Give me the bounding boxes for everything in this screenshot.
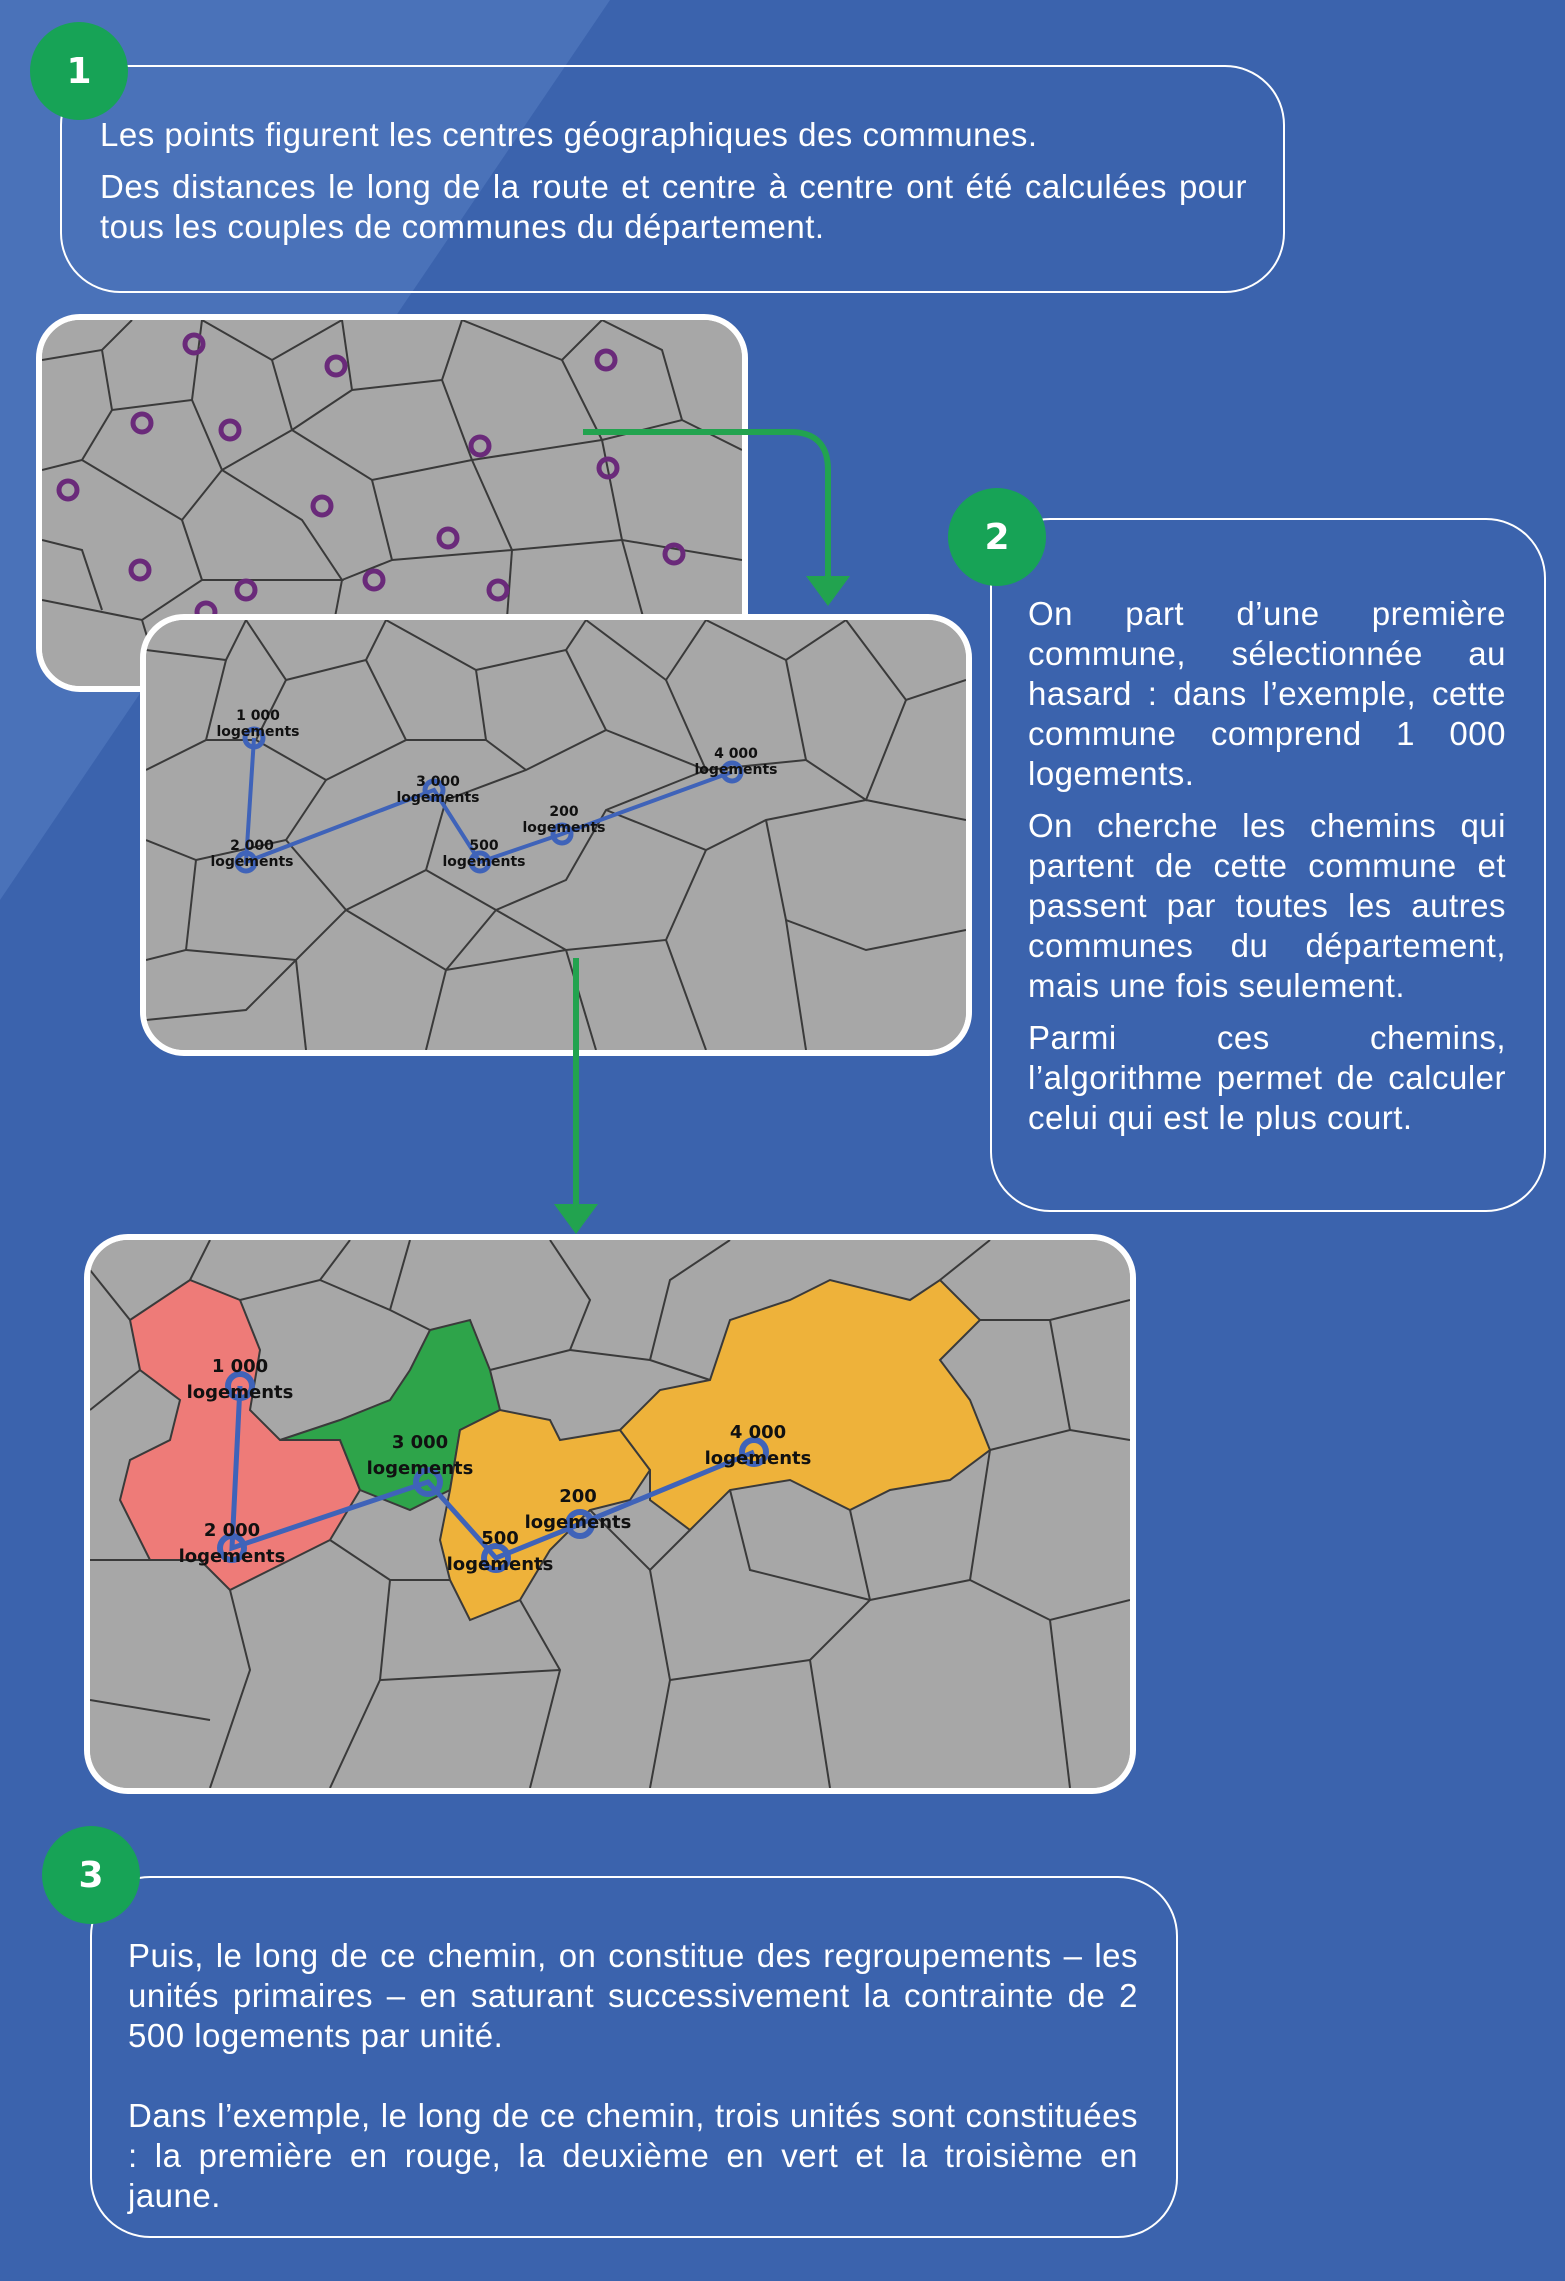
node-3000 xyxy=(422,778,446,802)
unit-label-500-num: 500 xyxy=(481,1528,519,1549)
label-500-unit: logements xyxy=(442,854,525,870)
step3-para1: Puis, le long de ce chemin, on constitue… xyxy=(128,1937,1138,2054)
step3-badge: 3 xyxy=(42,1826,140,1924)
label-1000-num: 1 000 xyxy=(236,708,280,724)
node-4000 xyxy=(720,760,744,784)
label-1000-unit: logements xyxy=(216,724,299,740)
unit-label-200-num: 200 xyxy=(559,1486,597,1507)
unit-label-2000-unit: logements xyxy=(179,1546,286,1567)
step2-box: On part d’une première commune, sélectio… xyxy=(990,518,1546,1212)
unit-node-2000 xyxy=(217,1533,247,1563)
unit-label-500-unit: logements xyxy=(447,1554,554,1575)
step1-box: Les points figurent les centres géograph… xyxy=(60,65,1285,293)
map-shortest-path: 1 000 logements 2 000 logements 3 000 lo… xyxy=(140,614,972,1056)
step2-para2: On cherche les chemins qui partent de ce… xyxy=(1028,807,1506,1004)
node-500 xyxy=(468,850,492,874)
unit-green xyxy=(279,1318,502,1512)
unit-node-500 xyxy=(481,1543,511,1573)
step3-para2: Dans l’exemple, le long de ce chemin, tr… xyxy=(128,2097,1138,2214)
label-200-num: 200 xyxy=(549,804,578,820)
step1-badge: 1 xyxy=(30,22,128,120)
units-map: 1 000 logements 2 000 logements 3 000 lo… xyxy=(90,1240,1130,1788)
unit-label-2000-num: 2 000 xyxy=(204,1520,260,1541)
node-2000 xyxy=(234,850,258,874)
step1-line2: Des distances le long de la route et cen… xyxy=(100,168,1247,245)
path-2: 1 000 logements 2 000 logements 3 000 lo… xyxy=(210,708,778,874)
node-200 xyxy=(550,822,574,846)
step1-line1: Les points figurent les centres géograph… xyxy=(100,116,1038,153)
step2-badge: 2 xyxy=(948,488,1046,586)
label-2000-unit: logements xyxy=(210,854,293,870)
label-500-num: 500 xyxy=(469,838,498,854)
unit-label-200-unit: logements xyxy=(525,1512,632,1533)
label-3000-unit: logements xyxy=(396,790,479,806)
label-4000-num: 4 000 xyxy=(714,746,758,762)
step2-para3: Parmi ces chemins, l’algorithme permet d… xyxy=(1028,1019,1506,1136)
unit-node-4000 xyxy=(739,1437,769,1467)
unit-node-200 xyxy=(565,1509,595,1539)
label-2000-num: 2 000 xyxy=(230,838,274,854)
label-3000-num: 3 000 xyxy=(416,774,460,790)
step3-box: Puis, le long de ce chemin, on constitue… xyxy=(90,1876,1178,2238)
unit-label-1000-unit: logements xyxy=(187,1382,294,1403)
node-1000 xyxy=(242,726,266,750)
unit-label-1000-num: 1 000 xyxy=(212,1356,268,1377)
unit-label-3000-num: 3 000 xyxy=(392,1432,448,1453)
step2-para1: On part d’une première commune, sélectio… xyxy=(1028,595,1506,792)
label-200-unit: logements xyxy=(522,820,605,836)
path-3: 1 000 logements 2 000 logements 3 000 lo… xyxy=(179,1356,812,1575)
map-primary-units: 1 000 logements 2 000 logements 3 000 lo… xyxy=(84,1234,1136,1794)
unit-node-3000 xyxy=(413,1467,443,1497)
label-4000-unit: logements xyxy=(694,762,777,778)
unit-label-4000-unit: logements xyxy=(705,1448,812,1469)
unit-label-4000-num: 4 000 xyxy=(730,1422,786,1443)
unit-label-3000-unit: logements xyxy=(367,1458,474,1479)
unit-node-1000 xyxy=(225,1371,255,1401)
path-map: 1 000 logements 2 000 logements 3 000 lo… xyxy=(146,620,966,1050)
